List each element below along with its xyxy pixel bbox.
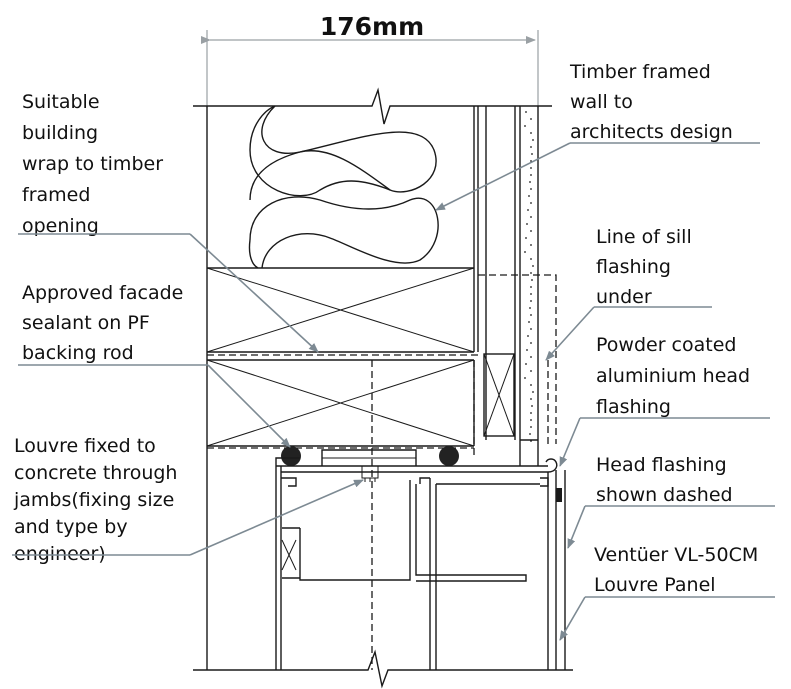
cladding-dot (526, 349, 528, 351)
cladding-dot (530, 300, 532, 302)
label-louvre-panel: Ventüer VL-50CM Louvre Panel (594, 544, 758, 596)
label-line: Timber framed (569, 61, 711, 83)
cladding-dot (532, 391, 534, 393)
label-line: flashing (596, 256, 671, 278)
cladding-dot (530, 286, 532, 288)
cladding-dot (527, 335, 529, 337)
cladding-dot (527, 209, 529, 211)
label-line: Powder coated (596, 334, 736, 356)
cladding-dot (531, 153, 533, 155)
label-facade-sealant: Approved facade sealant on PF backing rod (22, 282, 183, 364)
label-line: wrap to timber (22, 153, 163, 175)
label-building-wrap: Suitable building wrap to timber framed open… (22, 91, 163, 237)
cladding-dot (530, 167, 532, 169)
timber-blocks (206, 267, 515, 447)
cladding-dot (531, 279, 533, 281)
cladding-dot (530, 272, 532, 274)
label-line: Louvre fixed to (14, 435, 156, 457)
label-line: building (22, 122, 98, 144)
cladding-dot (529, 307, 531, 309)
label-line: backing rod (22, 342, 134, 364)
label-line: architects design (570, 121, 733, 143)
label-line: Head flashing (596, 454, 727, 476)
cladding-dot (525, 363, 527, 365)
label-line: shown dashed (596, 484, 733, 506)
label-head-flashing-dashed: Head flashing shown dashed (596, 454, 733, 506)
bottom-break-line (193, 649, 573, 689)
cladding-dot (532, 139, 534, 141)
wall-frame (206, 106, 539, 670)
label-sill-flashing: Line of sill flashing under (596, 226, 692, 308)
cladding-dot (530, 328, 532, 330)
cladding-dot (528, 195, 530, 197)
backing-rods (281, 446, 459, 466)
cladding-dot (525, 111, 527, 113)
label-line: Approved facade (22, 282, 183, 304)
cladding-dot (532, 265, 534, 267)
cladding-dot (530, 202, 532, 204)
cladding-dot (530, 293, 532, 295)
cladding-dot (529, 181, 531, 183)
cladding-hatch (524, 111, 534, 442)
cladding-dot (530, 356, 532, 358)
cladding-dot (530, 132, 532, 134)
dimension-176mm: 176mm (201, 12, 539, 108)
dashed-lines (207, 274, 557, 670)
cladding-dot (530, 216, 532, 218)
cladding-dot (524, 125, 526, 127)
label-line: flashing (596, 396, 671, 418)
leader-lines (12, 142, 775, 641)
cladding-dot (524, 251, 526, 253)
cladding-dot (530, 230, 532, 232)
cladding-dot (529, 433, 531, 435)
cladding-dot (525, 237, 527, 239)
cladding-dot (530, 188, 532, 190)
cladding-dot (530, 412, 532, 414)
cladding-dot (530, 419, 532, 421)
cladding-dot (530, 174, 532, 176)
cladding-dot (530, 244, 532, 246)
cladding-dot (531, 405, 533, 407)
louvre-head-frame (275, 440, 566, 670)
label-line: wall to (570, 91, 633, 113)
cladding-dot (524, 377, 526, 379)
label-line: Suitable (22, 91, 100, 113)
cladding-dot (530, 398, 532, 400)
cladding-dot (530, 426, 532, 428)
louvre-body (281, 477, 549, 670)
label-louvre-fixed: Louvre fixed to concrete through jambs(fix… (13, 435, 177, 565)
label-line: jambs(fixing size (13, 489, 174, 511)
label-line: framed (22, 184, 90, 206)
cladding-dot (530, 314, 532, 316)
cladding-dot (530, 342, 532, 344)
label-line: under (596, 286, 652, 308)
label-line: aluminium head (596, 365, 750, 387)
label-line: opening (22, 215, 99, 237)
cladding-dot (528, 321, 530, 323)
cladding-dot (530, 118, 532, 120)
label-line: and type by (14, 516, 128, 538)
cladding-dot (530, 146, 532, 148)
label-line: Line of sill (596, 226, 692, 248)
label-line: sealant on PF (22, 312, 150, 334)
cladding-dot (526, 223, 528, 225)
cladding-dot (530, 370, 532, 372)
cladding-dot (530, 440, 532, 442)
cladding-dot (530, 258, 532, 260)
label-line: engineer) (14, 543, 106, 565)
label-line: concrete through (14, 462, 177, 484)
top-break-line (193, 87, 552, 125)
label-timber-wall: Timber framed wall to architects design (569, 61, 733, 143)
dimension-label: 176mm (320, 12, 424, 41)
label-head-flashing-pc: Powder coated aluminium head flashing (596, 334, 750, 418)
insulation (248, 105, 439, 269)
label-line: Louvre Panel (594, 574, 716, 596)
label-line: Ventüer VL-50CM (594, 544, 758, 566)
cladding-dot (530, 384, 532, 386)
